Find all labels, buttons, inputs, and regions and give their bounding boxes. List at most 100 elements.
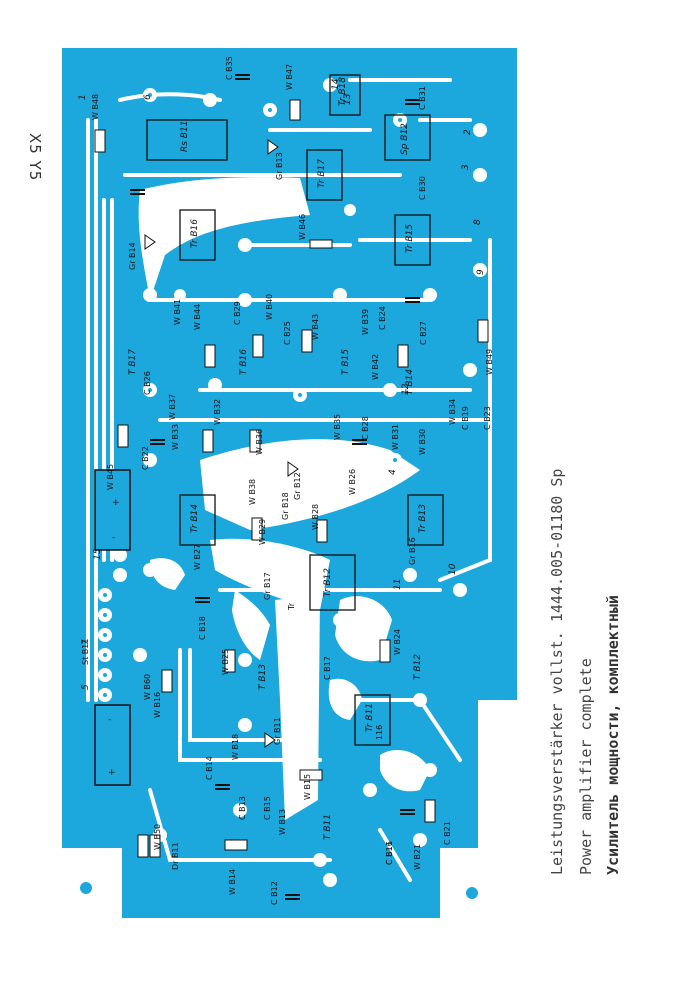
traces [86, 78, 492, 882]
pin-number: 13 [343, 93, 353, 105]
capacitor-label: C B21 [443, 821, 452, 845]
diode-label: Gr B12 [293, 472, 302, 500]
pin-number: 4 [388, 469, 398, 475]
module-label-tr-b13: Tr B13 [418, 504, 428, 533]
caption-german: Leistungsverstärker vollst. 1444.005-011… [548, 468, 566, 875]
pin-number: 9 [476, 269, 486, 275]
diode-label: Gr B17 [263, 572, 272, 600]
resistor-label: W B40 [265, 294, 274, 320]
pad-holes [103, 93, 402, 697]
module-tr-mark: Tr [287, 602, 296, 611]
pin-number: 14 [331, 78, 341, 90]
module-label-tr-b16: Tr B16 [190, 219, 200, 248]
resistor-label: W B14 [228, 869, 237, 895]
resistor-label: W B45 [106, 464, 115, 490]
component-symbols [94, 99, 489, 858]
capacitor-label: C B28 [361, 416, 370, 440]
mount-hole [80, 882, 92, 894]
module-label-rs-b11: Rs B11 [180, 121, 190, 152]
module-label-tr-b14: Tr B14 [190, 504, 200, 533]
resistor-label: W B31 [391, 424, 400, 450]
capacitor-label: C B15 [263, 796, 272, 820]
resistor-label: W B24 [393, 629, 402, 655]
capacitor-symbols [130, 74, 420, 900]
pin-number: 15 [93, 548, 103, 560]
resistor-label: W B39 [361, 309, 370, 335]
diode-symbols [144, 139, 299, 748]
board-cutout-mid-right [478, 700, 517, 850]
module-label-tr-b17: Tr B17 [317, 159, 327, 188]
resistor-label: W B28 [311, 504, 320, 530]
capacitor-label: C B30 [418, 176, 427, 200]
resistor-label: W B41 [173, 299, 182, 325]
connector-block-plus [94, 704, 131, 786]
module-number-116: 116 [375, 725, 384, 740]
board-cutout-left [62, 848, 122, 918]
transistor-label: T B16 [239, 349, 249, 375]
transistor-label: T B11 [323, 814, 333, 840]
connector-minus-sign: - [112, 533, 115, 543]
resistor-label: W B46 [298, 214, 307, 240]
pin-number: 7 [81, 639, 91, 645]
pin-number: 1 [78, 94, 88, 100]
resistor-label: W B33 [171, 424, 180, 450]
module-outlines [146, 74, 444, 746]
diode-label: Gr B18 [281, 492, 290, 520]
transistor-label: T B15 [341, 349, 351, 375]
capacitor-label: C B14 [205, 756, 214, 780]
pin-number: 12 [401, 383, 411, 395]
capacitor-label: C B16 [385, 841, 394, 865]
capacitor-label: C B13 [238, 796, 247, 820]
transistor-label: T B17 [128, 349, 138, 375]
resistor-label: W B43 [311, 314, 320, 340]
resistor-label: W B25 [221, 649, 230, 675]
side-code-mark: X5 Y5 [26, 133, 44, 182]
resistor-label: W B29 [258, 519, 267, 545]
diode-label: Gr B16 [408, 537, 417, 565]
resistor-label: W B27 [193, 544, 202, 570]
resistor-label: W B48 [91, 94, 100, 120]
pin-number: 5 [81, 684, 91, 690]
resistor-label: W B47 [285, 64, 294, 90]
pin-number: 11 [393, 579, 403, 590]
caption-english: Power amplifier complete [577, 658, 595, 875]
module-label-tr-b15: Tr B15 [405, 224, 415, 253]
resistor-label: W B26 [348, 469, 357, 495]
resistor-label: W B34 [448, 399, 457, 425]
capacitor-label: C B18 [198, 616, 207, 640]
connector-label-st-b11: St B11 [81, 639, 90, 665]
capacitor-label: C B29 [233, 301, 242, 325]
resistor-label: W B32 [213, 399, 222, 425]
module-label-tr-b12: Tr B12 [323, 568, 333, 597]
capacitor-label: C B12 [270, 881, 279, 905]
pin-number: 3 [461, 164, 471, 170]
capacitor-label: C B31 [418, 86, 427, 110]
module-label-sp-b12: Sp B12 [400, 123, 410, 155]
diode-label: Gr B11 [273, 717, 282, 745]
capacitor-label: C B25 [283, 321, 292, 345]
resistor-label: W B16 [153, 692, 162, 718]
transistor-label: T B14 [405, 369, 415, 395]
connector-plus-sign: + [108, 768, 116, 778]
resistor-label: W B18 [231, 734, 240, 760]
capacitor-label: C B26 [143, 371, 152, 395]
resistor-label: W B13 [278, 809, 287, 835]
mount-hole [466, 887, 478, 899]
resistor-label: W B38 [248, 479, 257, 505]
resistor-label: W B44 [193, 304, 202, 330]
capacitor-label: C B23 [483, 406, 492, 430]
diode-label: Gr B14 [128, 242, 137, 270]
transistor-label: T B12 [413, 654, 423, 680]
module-label-tr-b11: Tr B11 [365, 703, 375, 732]
pin-number: 8 [473, 219, 483, 225]
pin-number: 10 [448, 563, 458, 575]
capacitor-label: C B35 [225, 56, 234, 80]
resistor-label: W B42 [371, 354, 380, 380]
resistor-label: W B49 [485, 349, 494, 375]
connector-plus-sign: + [112, 498, 120, 508]
resistor-label: W B35 [333, 414, 342, 440]
connector-minus-sign: - [108, 715, 111, 725]
board-cutout-right [440, 848, 517, 918]
capacitor-label: C B27 [419, 321, 428, 345]
